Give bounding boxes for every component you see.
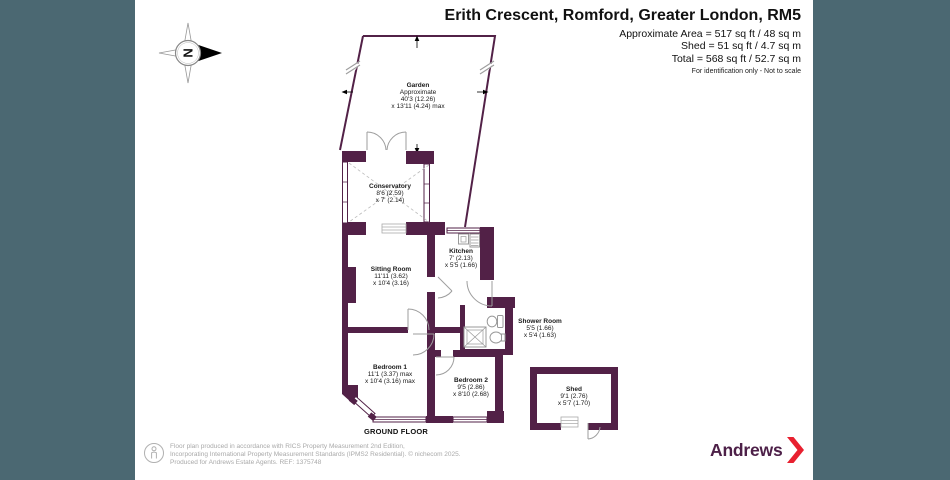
area-line: Total = 568 sq ft / 52.7 sq m [671, 52, 801, 65]
room-dim: x 8'10 (2.68) [453, 391, 489, 398]
conservatory-roof-lines [348, 162, 430, 223]
room-dim: 9'5 (2.86) [457, 384, 485, 391]
room-name: Conservatory [369, 183, 411, 190]
door-arcs [407, 276, 493, 376]
area-line: Shed = 51 sq ft / 4.7 sq m [681, 40, 801, 53]
room-name: Bedroom 1 [373, 364, 407, 371]
toilet-icon [497, 315, 504, 328]
room-name: Garden [406, 82, 430, 89]
windows [342, 161, 488, 423]
room-dim: x 5'5 (1.66) [444, 262, 478, 269]
room-dim: 8'6 (2.59) [376, 190, 404, 197]
page-title: Erith Crescent, Romford, Greater London,… [444, 7, 801, 24]
shed-structure [530, 367, 618, 440]
room-label-shed: Shed 9'1 (2.76) x 5'7 (1.70) [534, 386, 614, 407]
shower-fixtures [463, 315, 506, 348]
room-label-shower-room: Shower Room 5'5 (1.66) x 5'4 (1.63) [500, 318, 580, 339]
room-dim: x 7' (2.14) [375, 197, 405, 204]
threshold-step [381, 223, 407, 234]
room-dim: Approximate [399, 89, 437, 96]
andrews-logo: Andrews [710, 436, 804, 464]
room-name: Bedroom 2 [454, 377, 488, 384]
room-label-bedroom-1: Bedroom 1 11'1 (3.37) max x 10'4 (3.16) … [329, 364, 451, 385]
header: Erith Crescent, Romford, Greater London,… [445, 6, 801, 75]
room-label-kitchen: Kitchen 7' (2.13) x 5'5 (1.66) [421, 248, 501, 269]
room-dim: 11'1 (3.37) max [367, 371, 413, 378]
room-dim: 11'11 (3.62) [374, 273, 408, 280]
room-dim: x 5'7 (1.70) [557, 400, 591, 407]
compass-icon: N [158, 22, 222, 84]
room-name: Shed [566, 386, 582, 393]
room-dim: x 5'4 (1.63) [523, 332, 557, 339]
room-dim: 9'1 (2.76) [560, 393, 588, 400]
kitchen-sink-icon [458, 233, 469, 245]
room-label-bedroom-2: Bedroom 2 9'5 (2.86) x 8'10 (2.68) [421, 377, 521, 398]
room-dim: 40'3 (12.26) [400, 96, 436, 103]
disclaimer-line: Floor plan produced in accordance with R… [170, 443, 405, 450]
room-dim: 5'5 (1.66) [526, 325, 554, 332]
dimension-arrows [341, 35, 489, 154]
surveyor-icon [144, 443, 164, 463]
room-name: Sitting Room [370, 266, 412, 273]
compass-north-arrow [194, 43, 222, 63]
room-dim: x 10'4 (3.16) [373, 280, 409, 287]
garden-fence [339, 35, 497, 228]
area-line: Approximate Area = 517 sq ft / 48 sq m [619, 28, 801, 40]
cooker-icon [469, 233, 480, 248]
room-dim: x 13'11 (4.24) max [391, 103, 445, 110]
room-dim: x 10'4 (3.16) max [364, 378, 415, 385]
kitchen-fixtures [458, 233, 480, 248]
compass-n-label: N [181, 48, 196, 57]
disclaimer-text: Floor plan produced in accordance with R… [170, 443, 461, 467]
room-name: Shower Room [518, 318, 562, 325]
room-label-garden: Garden Approximate 40'3 (12.26) x 13'11 … [348, 82, 488, 110]
floor-label: GROUND FLOOR [363, 427, 429, 436]
room-label-conservatory: Conservatory 8'6 (2.59) x 7' (2.14) [330, 183, 450, 204]
room-label-sitting-room: Sitting Room 11'11 (3.62) x 10'4 (3.16) [331, 266, 451, 287]
room-name: Kitchen [449, 248, 473, 255]
disclaimer-line: Produced for Andrews Estate Agents. REF:… [170, 459, 322, 466]
area-summary: Approximate Area = 517 sq ft / 48 sq m S… [445, 28, 801, 65]
identification-note: For identification only - Not to scale [691, 67, 801, 75]
french-doors [366, 131, 407, 151]
disclaimer-line: Incorporating International Property Mea… [170, 451, 461, 458]
andrews-chevron-icon [786, 437, 804, 463]
andrews-logo-text: Andrews [710, 439, 783, 460]
room-dim: 7' (2.13) [449, 255, 473, 262]
